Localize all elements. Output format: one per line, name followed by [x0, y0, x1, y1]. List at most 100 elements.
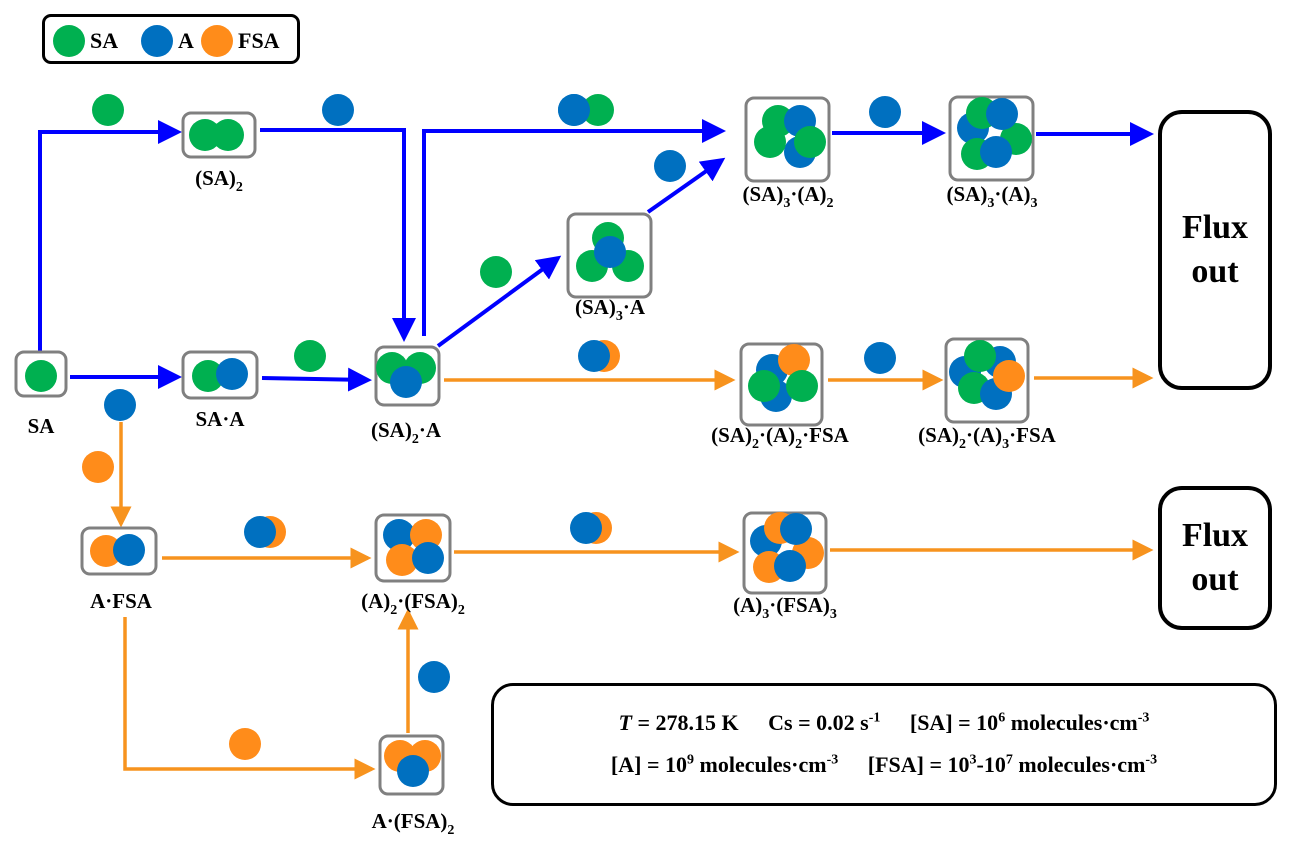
a-molecule-icon: [383, 519, 415, 551]
subscript: 2: [752, 437, 759, 452]
label-text: A·FSA: [90, 589, 153, 613]
a-molecule-icon: [558, 94, 590, 126]
subscript: 2: [390, 603, 397, 618]
sa-molecule-icon: [294, 340, 326, 372]
fsa-molecule-icon: [993, 360, 1025, 392]
fsa-molecule-icon: [201, 25, 233, 57]
node-label-sa3-a: (SA)3·A: [575, 295, 646, 324]
temperature: T = 278.15 K: [619, 710, 739, 735]
subscript: 3: [1002, 437, 1009, 452]
a-molecule-icon: [980, 136, 1012, 168]
a-concentration: [A] = 109 molecules·cm-3: [611, 752, 838, 777]
sa-molecule-icon: [964, 340, 996, 372]
node-label-sa3-a3: (SA)3·(A)3: [947, 182, 1038, 211]
fsa-molecule-icon: [410, 519, 442, 551]
fsa-conc-unit-exponent: -3: [1145, 752, 1158, 768]
fsa-conc-exponent-high: 7: [1005, 752, 1013, 768]
label-text: ·FSA: [802, 423, 850, 447]
label-text: SA·A: [195, 407, 245, 431]
a-conc-prefix: [A] = 10: [610, 752, 687, 777]
label-text: (SA): [947, 182, 988, 206]
a-molecule-icon: [654, 150, 686, 182]
a-molecule-icon: [864, 342, 896, 374]
a-molecule-icon: [244, 516, 276, 548]
legend-label-fsa: FSA: [238, 28, 280, 53]
flux-out-box-2: Flux out: [1158, 486, 1272, 630]
arrow-sa3a-to-sa3a2: [646, 157, 726, 214]
label-text: ·FSA: [1009, 423, 1057, 447]
node-label-sa2-a: (SA)2·A: [371, 418, 442, 447]
sa-molecule-icon: [582, 94, 614, 126]
node-label-sa2: (SA)2: [195, 166, 243, 195]
node-label-a3-fsa3: (A)3·(FSA)3: [733, 593, 837, 622]
label-text: (SA): [371, 418, 412, 442]
sa-molecule-icon: [754, 126, 786, 158]
label-text: ·(A): [759, 423, 795, 447]
a-molecule-icon: [216, 358, 248, 390]
a-molecule-icon: [578, 340, 610, 372]
fsa-molecule-icon: [82, 451, 114, 483]
node-label-sa3-a2: (SA)3·(A)2: [743, 182, 834, 211]
a-conc-unit: molecules·cm: [694, 752, 827, 777]
subscript: 2: [795, 437, 802, 452]
node-label-sa-a: SA·A: [195, 407, 245, 431]
a-molecule-icon: [869, 96, 901, 128]
legend: SA A FSA: [42, 14, 300, 64]
legend-label-a: A: [178, 28, 194, 53]
subscript: 3: [987, 196, 994, 211]
temperature-symbol: T: [618, 710, 632, 735]
a-molecule-icon: [774, 550, 806, 582]
sa-concentration: [SA] = 106 molecules·cm-3: [910, 710, 1150, 735]
label-text: ·(A): [966, 423, 1002, 447]
subscript: 2: [447, 823, 454, 838]
fsa-conc-exponent-low: 3: [969, 752, 977, 768]
cs-value: Cs = 0.02 s: [768, 710, 869, 735]
fsa-molecule-icon: [90, 535, 122, 567]
label-text: (SA): [918, 423, 959, 447]
legend-item-a: A: [141, 25, 194, 57]
cs-exponent: -1: [868, 710, 881, 726]
subscript: 3: [762, 607, 769, 622]
label-text: ·(FSA): [769, 593, 830, 617]
legend-item-fsa: FSA: [201, 25, 280, 57]
a-conc-unit-exponent: -3: [826, 752, 839, 768]
arrow-sa-to-sa2: [38, 120, 182, 352]
label-text: A·(FSA): [372, 809, 448, 833]
label-text: (A): [361, 589, 390, 613]
a-conc-exponent: 9: [687, 752, 694, 768]
arrow-saa-to-sa2a: [261, 367, 372, 392]
coagulation-sink: Cs = 0.02 s-1: [768, 710, 880, 735]
fsa-conc-unit: molecules·cm: [1012, 752, 1146, 777]
label-text: (SA): [575, 295, 616, 319]
node-label-sa2-a3-fsa: (SA)2·(A)3·FSA: [918, 423, 1057, 452]
sa-molecule-icon: [212, 119, 244, 151]
fsa-molecule-icon: [386, 544, 418, 576]
sa-molecule-icon: [748, 370, 780, 402]
a-molecule-icon: [570, 512, 602, 544]
label-text: (SA): [711, 423, 752, 447]
label-text: (A): [733, 593, 762, 617]
arrow-sa2a-to-sa3a: [436, 255, 562, 348]
subscript: 2: [236, 180, 243, 195]
a-molecule-icon: [113, 534, 145, 566]
a-molecule-icon: [780, 513, 812, 545]
subscript: 2: [458, 603, 465, 618]
node-label-a-fsa: A·FSA: [90, 589, 153, 613]
label-text: ·A: [419, 418, 442, 442]
subscript: 2: [412, 432, 419, 447]
label-text: ·(A): [994, 182, 1030, 206]
a-molecule-icon: [141, 25, 173, 57]
a-molecule-icon: [322, 94, 354, 126]
flux-out-label-2: Flux out: [1181, 517, 1249, 598]
fsa-conc-prefix: [FSA] = 10: [867, 752, 970, 777]
sa-molecule-icon: [53, 25, 85, 57]
a-molecule-icon: [390, 366, 422, 398]
a-molecule-icon: [104, 389, 136, 421]
a-molecule-icon: [412, 542, 444, 574]
conditions-box: T = 278.15 K Cs = 0.02 s-1 [SA] = 106 mo…: [491, 683, 1277, 806]
a-molecule-icon: [418, 661, 450, 693]
label-text: (SA): [743, 182, 784, 206]
label-text: ·(FSA): [397, 589, 458, 613]
label-text: ·A: [623, 295, 646, 319]
subscript: 3: [783, 196, 790, 211]
